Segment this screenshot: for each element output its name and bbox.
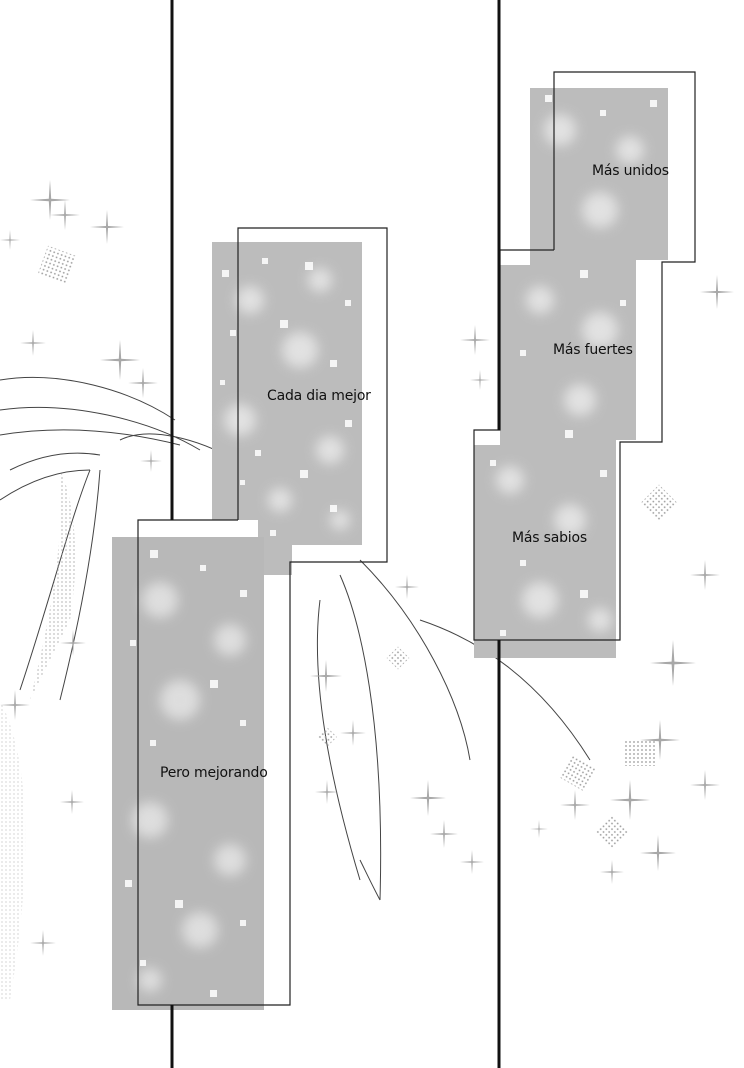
- caption-mas-unidos: Más unidos: [592, 163, 669, 179]
- caption-box-3-tone: [474, 88, 668, 658]
- hair-tone-left: [0, 700, 26, 1000]
- caption-pero-mejorando: Pero mejorando: [160, 765, 268, 781]
- panel-borders: [170, 0, 501, 1068]
- hair-shadow: [30, 470, 76, 700]
- caption-mas-fuertes: Más fuertes: [553, 342, 633, 358]
- caption-cada-dia-mejor: Cada dia mejor: [267, 388, 371, 404]
- caption-box-2-tone: [112, 537, 264, 1010]
- caption-mas-sabios: Más sabios: [512, 530, 587, 546]
- tone-diamonds: [37, 245, 678, 849]
- caption-box-1-tone: [212, 242, 362, 575]
